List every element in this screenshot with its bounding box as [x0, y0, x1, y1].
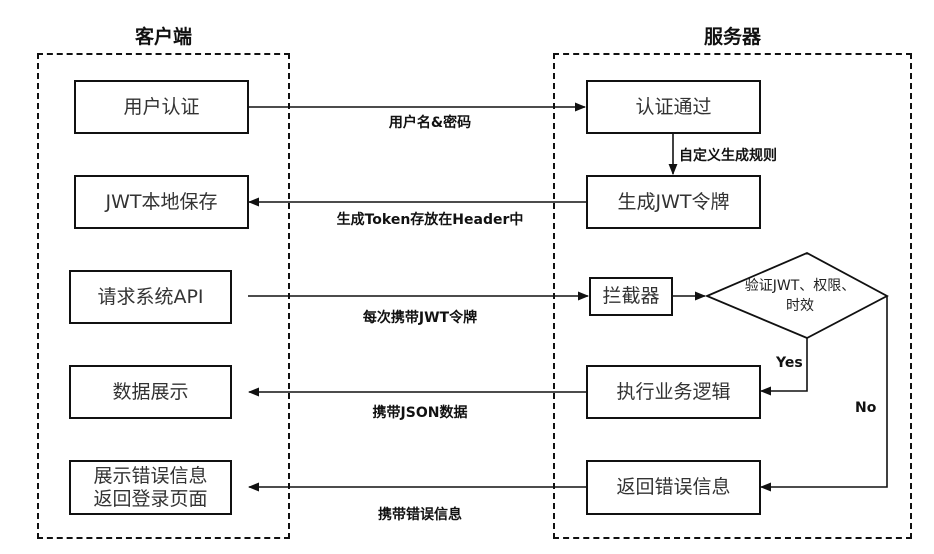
decision-yes-label: Yes	[776, 355, 803, 371]
node-user-auth: 用户认证	[74, 80, 249, 134]
edge-decision-yes-to-execute-logic	[759, 338, 808, 396]
decision-label-line2: 时效	[786, 298, 814, 315]
node-jwt-local-save-label: JWT本地保存	[105, 190, 218, 213]
decision-label: 验证JWT、权限、 时效	[710, 276, 890, 317]
node-show-error-label-line2: 返回登录页面	[93, 487, 208, 510]
node-execute-logic-label: 执行业务逻辑	[616, 380, 731, 403]
edge-label-carry-jwt: 每次携带JWT令牌	[362, 310, 478, 326]
node-interceptor-label: 拦截器	[602, 285, 660, 308]
node-return-error: 返回错误信息	[586, 460, 761, 515]
decision-label-line1: 验证JWT、权限、	[744, 278, 856, 294]
edge-label-carry-error: 携带错误信息	[378, 507, 462, 523]
node-jwt-local-save: JWT本地保存	[74, 175, 249, 229]
edge-label-token-in-header: 生成Token存放在Header中	[336, 212, 524, 228]
node-auth-passed: 认证通过	[586, 80, 761, 134]
decision-no-label: No	[855, 400, 877, 416]
edge-label-credentials: 用户名&密码	[388, 115, 472, 131]
edge-label-carry-json: 携带JSON数据	[372, 405, 468, 421]
node-data-display: 数据展示	[69, 365, 232, 419]
node-show-error-label-line1: 展示错误信息	[93, 464, 208, 487]
node-data-display-label: 数据展示	[112, 380, 189, 403]
node-generate-jwt-label: 生成JWT令牌	[617, 190, 730, 213]
node-request-api: 请求系统API	[69, 270, 232, 324]
node-execute-logic: 执行业务逻辑	[586, 365, 761, 419]
node-generate-jwt: 生成JWT令牌	[586, 175, 761, 229]
node-auth-passed-label: 认证通过	[635, 95, 712, 118]
node-show-error: 展示错误信息 返回登录页面	[69, 460, 232, 515]
edge-decision-no-to-return-error	[759, 296, 888, 492]
edge-label-custom-rules: 自定义生成规则	[679, 148, 777, 164]
node-interceptor: 拦截器	[589, 277, 673, 316]
server-column-title: 服务器	[703, 26, 761, 48]
node-user-auth-label: 用户认证	[123, 95, 200, 118]
node-request-api-label: 请求系统API	[97, 285, 204, 308]
client-column-title: 客户端	[134, 26, 192, 48]
node-return-error-label: 返回错误信息	[616, 476, 731, 499]
